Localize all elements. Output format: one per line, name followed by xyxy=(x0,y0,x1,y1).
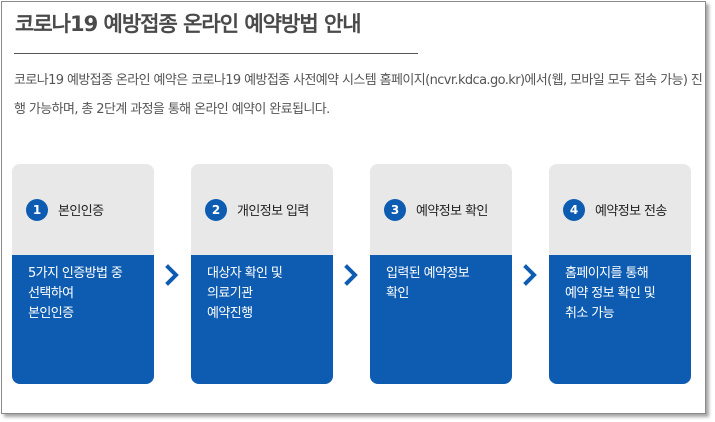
step-number-badge: 4 xyxy=(563,198,585,221)
step-card-1: 1 본인인증 5가지 인증방법 중 선택하여 본인인증 xyxy=(12,164,154,384)
page-title: 코로나19 예방접종 온라인 예약방법 안내 xyxy=(15,12,362,36)
step-description: 홈페이지를 통해 예약 정보 확인 및 취소 가능 xyxy=(549,255,691,384)
step-description: 대상자 확인 및 의료기관 예약진행 xyxy=(191,255,333,384)
step-description: 입력된 예약정보 확인 xyxy=(370,255,512,384)
step-header: 2 개인정보 입력 xyxy=(191,164,333,255)
title-divider xyxy=(14,53,418,54)
chevron-right-icon xyxy=(523,264,537,286)
step-title: 개인정보 입력 xyxy=(237,204,309,219)
step-header: 4 예약정보 전송 xyxy=(549,164,691,255)
chevron-right-icon xyxy=(344,264,358,286)
step-title: 예약정보 전송 xyxy=(595,204,667,219)
description-text: 코로나19 예방접종 온라인 예약은 코로나19 예방접종 사전예약 시스템 홈… xyxy=(14,73,703,117)
step-description: 5가지 인증방법 중 선택하여 본인인증 xyxy=(12,255,154,384)
step-number-badge: 1 xyxy=(26,198,48,221)
info-panel: 코로나19 예방접종 온라인 예약방법 안내 코로나19 예방접종 온라인 예약… xyxy=(1,1,706,414)
step-card-3: 3 예약정보 확인 입력된 예약정보 확인 xyxy=(370,164,512,384)
chevron-right-icon xyxy=(165,264,179,286)
step-card-4: 4 예약정보 전송 홈페이지를 통해 예약 정보 확인 및 취소 가능 xyxy=(549,164,691,384)
step-title: 본인인증 xyxy=(58,204,104,219)
step-title: 예약정보 확인 xyxy=(416,204,488,219)
step-header: 3 예약정보 확인 xyxy=(370,164,512,255)
step-header: 1 본인인증 xyxy=(12,164,154,255)
step-number-badge: 3 xyxy=(384,198,406,221)
step-number-badge: 2 xyxy=(205,198,227,221)
step-card-2: 2 개인정보 입력 대상자 확인 및 의료기관 예약진행 xyxy=(191,164,333,384)
